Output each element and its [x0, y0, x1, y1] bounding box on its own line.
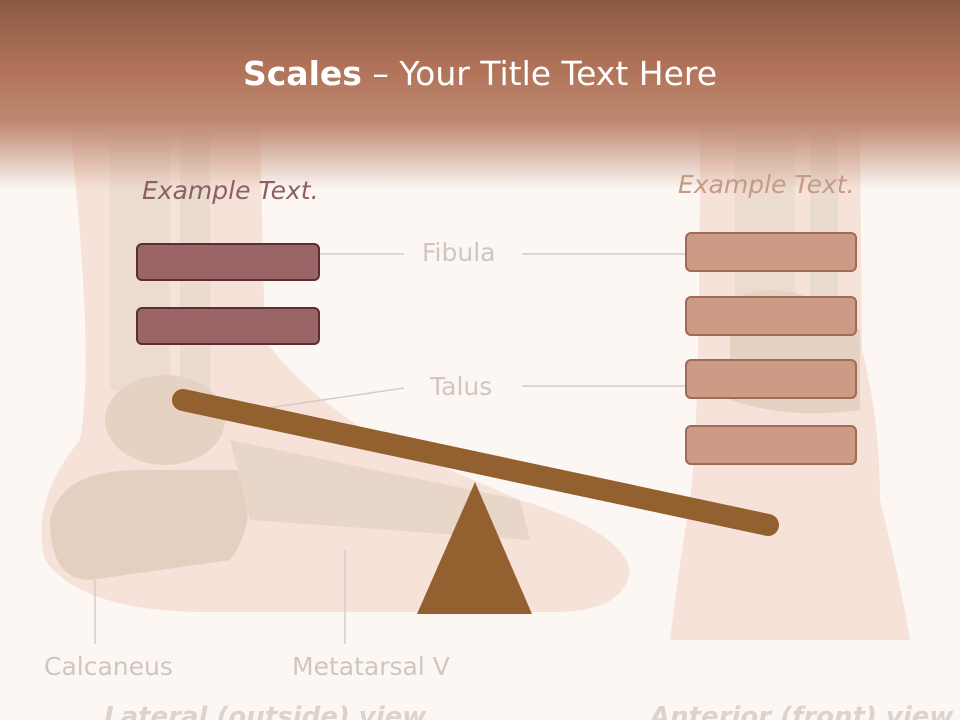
right-pan-box-4[interactable] [685, 425, 857, 465]
right-pan-box-1[interactable] [685, 232, 857, 272]
title-rest: – Your Title Text Here [361, 54, 718, 93]
scale-beam [172, 389, 779, 536]
anterior-view-caption: Anterior (front) view [650, 702, 954, 720]
metatarsal-label: Metatarsal V [292, 652, 450, 681]
left-example-heading: Example Text. [142, 176, 319, 205]
right-example-heading: Example Text. [678, 170, 855, 199]
left-pan-box-2[interactable] [136, 307, 320, 345]
lateral-view-caption: Lateral (outside) view [104, 702, 427, 720]
right-pan-box-3[interactable] [685, 359, 857, 399]
slide-title: Scales – Your Title Text Here [0, 52, 960, 96]
right-pan-box-2[interactable] [685, 296, 857, 336]
scale-fulcrum-triangle [417, 482, 532, 614]
calcaneus-label: Calcaneus [44, 652, 173, 681]
talus-label: Talus [430, 372, 493, 401]
title-bold: Scales [242, 54, 362, 93]
left-pan-box-1[interactable] [136, 243, 320, 281]
fibula-label: Fibula [422, 238, 496, 267]
lateral-calcaneus-bone [50, 470, 248, 580]
title-bar [0, 0, 960, 190]
lateral-metatarsals [230, 440, 530, 540]
